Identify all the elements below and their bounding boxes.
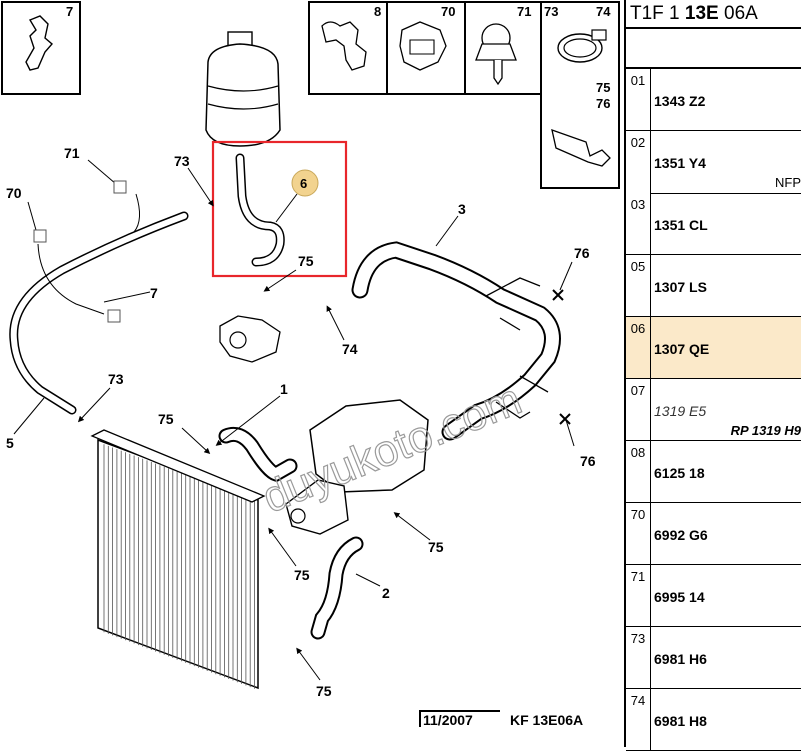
- part-reference: 6995 14: [654, 589, 705, 605]
- callout-76-box: 76: [596, 96, 610, 111]
- callout-75-right: 75: [428, 539, 444, 555]
- callout-73-box: 73: [544, 4, 558, 19]
- leader-lines: [13, 159, 575, 681]
- callout-73-left: 73: [108, 371, 124, 387]
- callout-76-top: 76: [574, 245, 590, 261]
- part-reference: 6992 G6: [654, 527, 708, 543]
- watermark: duyukoto.com: [256, 374, 528, 522]
- expansion-tank[interactable]: [205, 31, 281, 147]
- part-index: 08: [626, 441, 651, 502]
- callout-71-box: 71: [517, 4, 531, 19]
- footer-date: 11/2007: [423, 712, 473, 728]
- part-index: 02: [626, 131, 651, 193]
- callout-75-housing: 75: [294, 567, 310, 583]
- hose-1[interactable]: [218, 426, 298, 483]
- hose-3[interactable]: [351, 241, 561, 441]
- callout-75-hose1: 75: [158, 411, 174, 427]
- part-index: 05: [626, 255, 651, 316]
- part-index: 74: [626, 689, 651, 750]
- clip-box-73-76[interactable]: 73 74 75 76: [540, 1, 620, 189]
- callout-75-bottom: 75: [316, 683, 332, 699]
- part-reference: 6981 H6: [654, 651, 707, 667]
- part-reference: 1307 LS: [654, 279, 707, 295]
- open-square-markers: [33, 180, 127, 323]
- radiator[interactable]: [90, 429, 266, 690]
- part-reference: 1343 Z2: [654, 93, 706, 109]
- callout-74: 74: [342, 341, 358, 357]
- callout-8: 8: [374, 4, 381, 19]
- clip-box-71[interactable]: 71: [464, 1, 544, 95]
- part-note: RP 1319 H9: [730, 423, 801, 438]
- callout-7-box: 7: [66, 4, 73, 19]
- callout-7-left: 7: [150, 285, 158, 301]
- part-index: 70: [626, 503, 651, 564]
- clip-box-7[interactable]: 7: [1, 1, 81, 95]
- callout-labels: 71 70 73 3 75 7 76 74 73 1 75 5 76 75 75…: [6, 145, 596, 699]
- callout-2: 2: [382, 585, 390, 601]
- callout-74-box: 74: [596, 4, 611, 19]
- parts-subheader: [626, 27, 801, 69]
- part-reference: 1351 Y4: [654, 155, 706, 171]
- clip-box-70[interactable]: 70: [386, 1, 466, 95]
- hose-5[interactable]: [9, 211, 189, 415]
- hose-2[interactable]: [310, 536, 364, 640]
- callout-1: 1: [280, 381, 288, 397]
- callout-73-top: 73: [174, 153, 190, 169]
- thermostat-housing[interactable]: [219, 315, 429, 535]
- part-index: 01: [626, 69, 651, 130]
- part-index: 07: [626, 379, 651, 440]
- callout-75-hose6: 75: [298, 253, 314, 269]
- header-bold: 13E: [684, 3, 719, 24]
- cross-markers: [552, 289, 571, 425]
- part-index: 73: [626, 627, 651, 688]
- part-index: 06: [626, 317, 651, 378]
- part-reference: 6125 18: [654, 465, 705, 481]
- callout-75-box: 75: [596, 80, 610, 95]
- part-reference: 6981 H8: [654, 713, 707, 729]
- callout-76-bottom: 76: [580, 453, 596, 469]
- footer-code: KF 13E06A: [510, 712, 583, 728]
- callout-6: 6: [300, 176, 307, 191]
- part-index: 71: [626, 565, 651, 626]
- part-reference: 1319 E5: [654, 403, 707, 419]
- part-reference: 1307 QE: [654, 341, 710, 357]
- part-reference: 1351 CL: [654, 217, 708, 233]
- callout-5: 5: [6, 435, 14, 451]
- diagram-footer: 11/2007 KF 13E06A: [419, 710, 583, 728]
- parts-header: T1F 1 13E 06A: [626, 0, 801, 27]
- clip-box-8[interactable]: 8: [308, 1, 388, 95]
- hose-6-highlighted[interactable]: 6: [211, 140, 348, 278]
- callout-3: 3: [458, 201, 466, 217]
- callout-70: 70: [6, 185, 22, 201]
- header-prefix: T1F 1: [630, 3, 680, 24]
- exploded-parts-diagram: 7 8 70 71 73 74 75 76: [1, 1, 620, 728]
- callout-71: 71: [64, 145, 80, 161]
- callout-70-box: 70: [441, 4, 455, 19]
- header-suffix: 06A: [724, 3, 758, 24]
- part-note: NFP: [775, 175, 801, 190]
- part-index: 03: [626, 193, 651, 254]
